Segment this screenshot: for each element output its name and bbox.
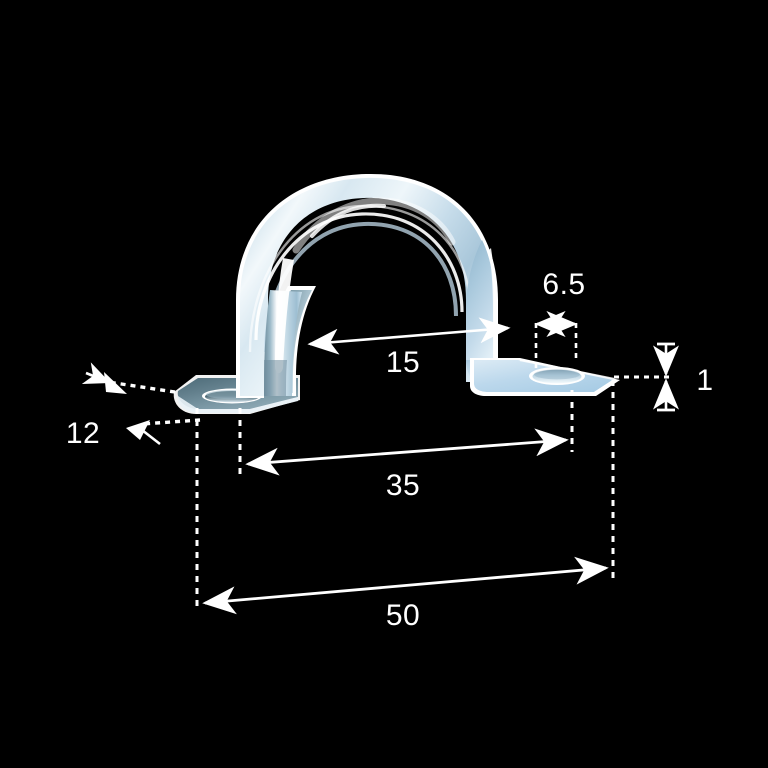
dimension-label-12: 12 [66, 417, 100, 450]
dimension-1 [614, 342, 679, 412]
dimension-labels: 15 6.5 1 12 35 50 [66, 268, 713, 632]
dimension-15 [307, 317, 511, 355]
left-leg [264, 258, 302, 396]
extension-lines-35 [238, 390, 574, 476]
extension-lines-50 [195, 380, 615, 612]
dimension-label-6-5: 6.5 [542, 268, 585, 301]
clamp-part [173, 173, 620, 414]
dimension-label-35: 35 [386, 469, 420, 502]
dimension-label-50: 50 [386, 599, 420, 632]
dimension-annotations [81, 311, 679, 615]
dimension-35 [245, 428, 569, 476]
dimension-6-5 [534, 311, 578, 368]
dimension-label-1: 1 [696, 364, 713, 397]
dimension-12 [81, 362, 201, 446]
dimension-50 [202, 556, 609, 615]
dimension-label-15: 15 [386, 346, 420, 379]
right-foot [470, 358, 620, 396]
